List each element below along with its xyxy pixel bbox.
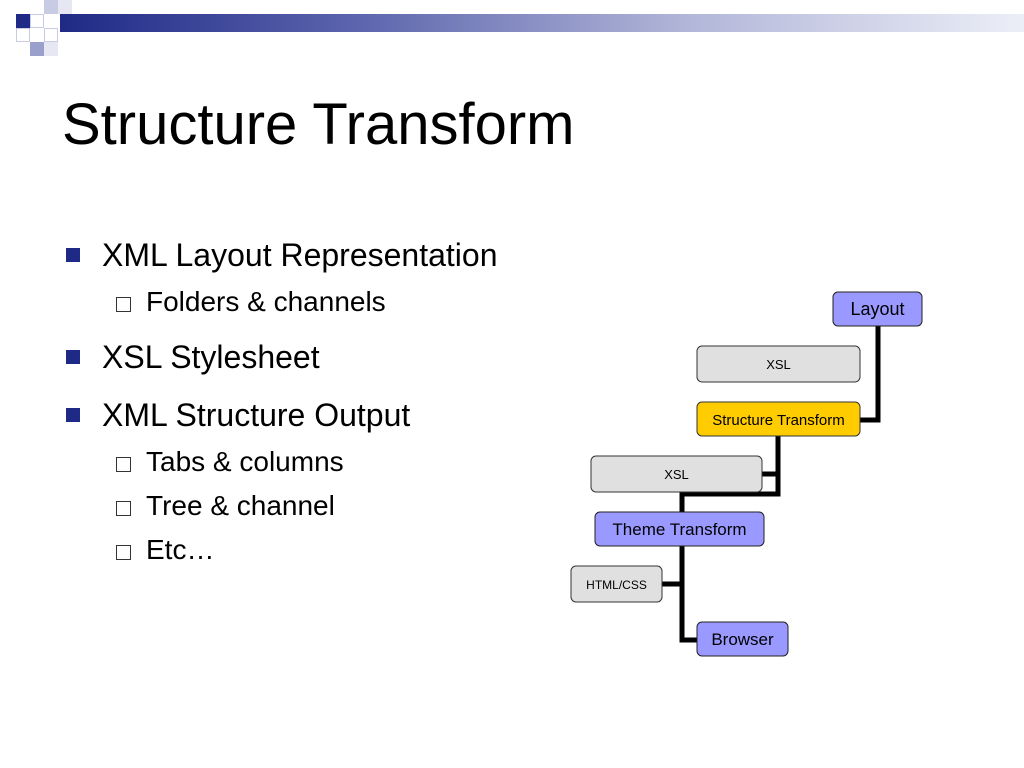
bullet-text: XSL Stylesheet [102,339,320,375]
square-bullet-icon [66,408,80,422]
hollow-square-bullet-icon [116,545,131,560]
node-browser-box [696,621,789,657]
node-xsl-1: XSL [696,345,861,383]
node-structure-transform: Structure Transform [696,401,861,437]
node-browser-label: Browser [711,630,774,649]
connector-layout-to-structure [860,326,881,423]
sub-bullet-text: Folders & channels [146,286,386,317]
deco-square [44,0,58,14]
connector-theme-to-browser [679,546,697,643]
node-theme-transform-box [594,511,765,547]
node-xsl-2-box [590,455,763,493]
node-layout-label: Layout [850,299,904,319]
deco-square [30,42,44,56]
node-xsl-2: XSL [590,455,763,493]
bullet-text: XML Layout Representation [102,237,498,273]
node-theme-transform-label: Theme Transform [612,520,746,539]
node-structure-transform-box [696,401,861,437]
node-layout-box [832,291,923,327]
slide-title: Structure Transform [62,92,575,157]
deco-square [44,42,58,56]
bullet-text: XML Structure Output [102,397,411,433]
deco-square [16,28,30,42]
bullet-item: XML Structure Output [62,392,532,438]
square-bullet-icon [66,350,80,364]
header-decoration [0,0,1024,64]
sub-bullet-text: Tabs & columns [146,446,344,477]
sub-bullet-text: Tree & channel [146,490,335,521]
hollow-square-bullet-icon [116,501,131,516]
sub-bullet-item: Folders & channels [62,284,532,320]
node-structure-transform-label: Structure Transform [712,412,845,429]
node-html-css-label: HTML/CSS [586,578,647,592]
node-xsl-1-box [696,345,861,383]
sub-bullet-item: Etc… [62,532,532,568]
deco-square [58,0,72,14]
sub-bullet-text: Etc… [146,534,215,565]
sub-bullet-item: Tabs & columns [62,444,532,480]
node-xsl-2-label: XSL [664,467,689,482]
bullet-item: XML Layout Representation [62,232,532,278]
node-xsl-1-label: XSL [766,357,791,372]
sub-bullet-item: Tree & channel [62,488,532,524]
node-html-css: HTML/CSS [570,565,663,603]
deco-square [30,14,44,28]
node-html-css-box [570,565,663,603]
node-browser: Browser [696,621,789,657]
bullet-item: XSL Stylesheet [62,334,532,380]
deco-square [44,28,58,42]
bullet-list: XML Layout Representation Folders & chan… [62,232,532,582]
hollow-square-bullet-icon [116,297,131,312]
square-bullet-icon [66,248,80,262]
node-theme-transform: Theme Transform [594,511,765,547]
node-layout: Layout [832,291,923,327]
header-gradient-bar [60,14,1024,32]
deco-square [16,14,30,28]
hollow-square-bullet-icon [116,457,131,472]
